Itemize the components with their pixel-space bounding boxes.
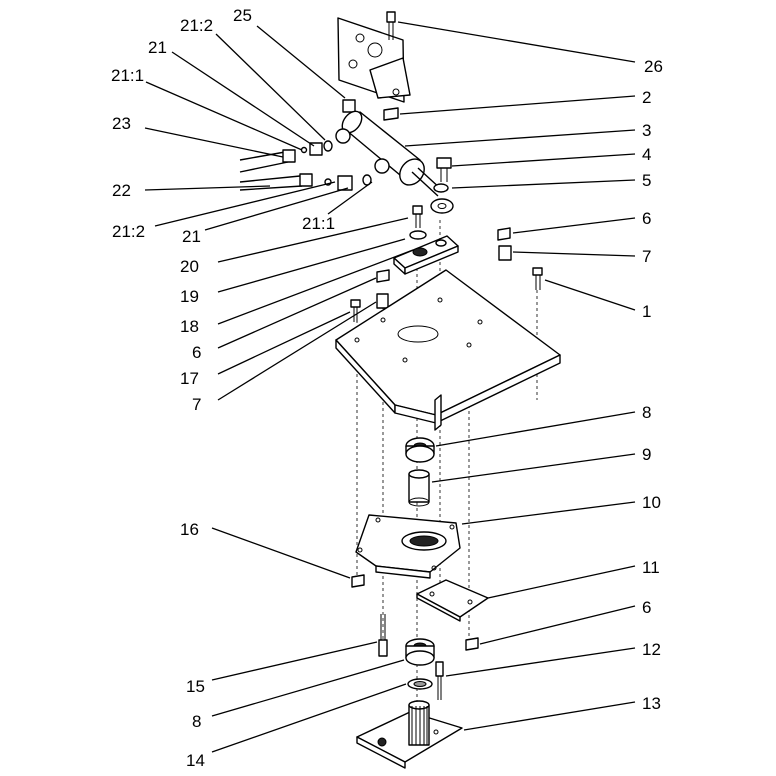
callout-8: 8: [642, 403, 651, 422]
callout-21: 21: [148, 38, 167, 57]
callout-12: 12: [642, 640, 661, 659]
callout-23: 23: [112, 114, 131, 133]
callout-20: 20: [180, 257, 199, 276]
callout-21-1: 21:1: [302, 214, 335, 233]
callout-21-1: 21:1: [111, 66, 144, 85]
callout-21-2: 21:2: [180, 16, 213, 35]
callout-4: 4: [642, 145, 651, 164]
callout-3: 3: [642, 121, 651, 140]
callout-6: 6: [192, 343, 201, 362]
callout-7: 7: [192, 395, 201, 414]
hydraulic-cylinder: [335, 110, 443, 197]
parts-drawing: [239, 11, 561, 769]
callout-7: 7: [642, 247, 651, 266]
mounting-bracket: [337, 11, 411, 103]
callout-8: 8: [192, 712, 201, 731]
callout-2: 2: [642, 88, 651, 107]
callout-16: 16: [180, 520, 199, 539]
frame-plate: [335, 269, 561, 431]
callout-9: 9: [642, 445, 651, 464]
housing-plate: [355, 514, 461, 579]
callout-26: 26: [644, 57, 663, 76]
leader-lines: [144, 21, 636, 753]
callout-10: 10: [642, 493, 661, 512]
small-plate: [416, 579, 489, 622]
callout-21-2: 21:2: [112, 222, 145, 241]
callout-14: 14: [186, 751, 205, 770]
callout-13: 13: [642, 694, 661, 713]
callout-17: 17: [180, 369, 199, 388]
splined-base: [356, 700, 463, 769]
callout-15: 15: [186, 677, 205, 696]
callout-25: 25: [233, 6, 252, 25]
callout-6: 6: [642, 209, 651, 228]
callout-6: 6: [642, 598, 651, 617]
callout-1: 1: [642, 302, 651, 321]
hose-fittings: [239, 140, 372, 191]
callout-5: 5: [642, 171, 651, 190]
callout-21: 21: [182, 227, 201, 246]
callout-labels: 25 21:2 21 21:1 23 22 21:2 21 21:1 20 19…: [111, 6, 663, 770]
clamp-block: [393, 235, 459, 275]
callout-22: 22: [112, 181, 131, 200]
callout-18: 18: [180, 317, 199, 336]
callout-19: 19: [180, 287, 199, 306]
callout-11: 11: [642, 558, 660, 577]
